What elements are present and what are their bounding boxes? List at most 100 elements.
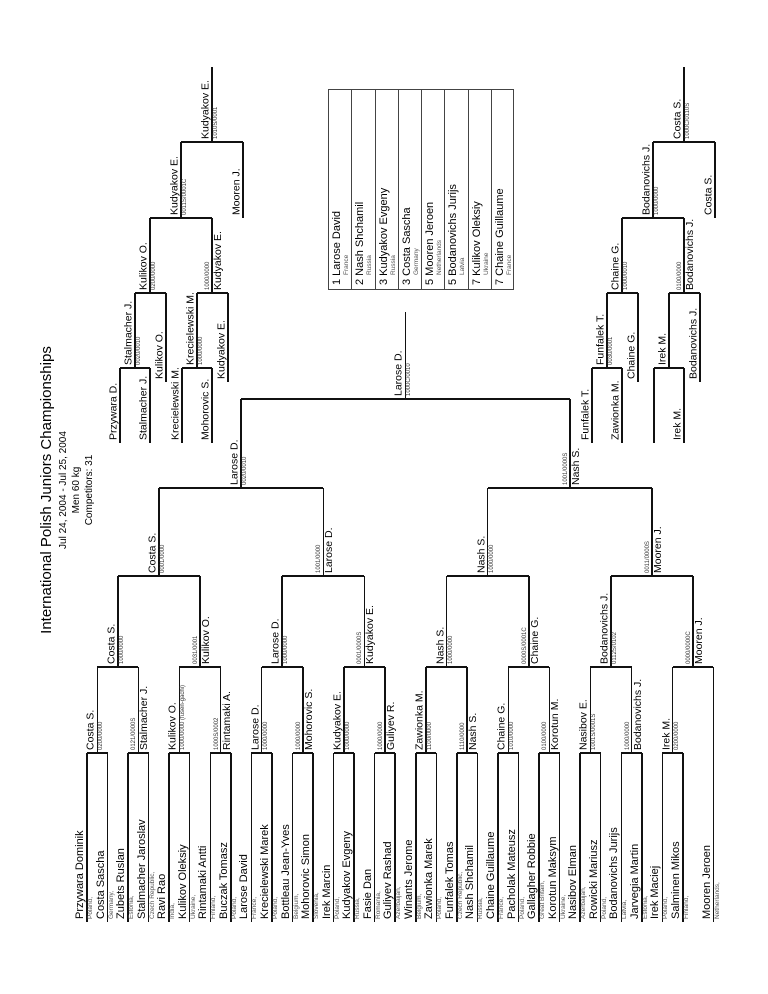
competitor-name: Salminen Mikos: [669, 841, 682, 919]
winner-name: Nasibov E.: [577, 699, 590, 750]
winner-name: Larose D.: [392, 350, 405, 396]
competitor-name: Przywara Dominik: [74, 830, 86, 919]
result-country: Netherlands: [436, 239, 443, 275]
match-score: 1001S/0001S: [591, 713, 598, 750]
result-place: 7: [493, 278, 506, 285]
winner-name: Kulikov O.: [200, 616, 212, 664]
winner-name: Kudyakov E.: [364, 605, 377, 664]
result-name: Costa Sascha: [400, 207, 413, 276]
winner-name: Mooren J.: [652, 526, 665, 573]
competitor-name: Bodanovichs Jurijs: [608, 827, 621, 919]
match-score: 1001/0000S: [562, 452, 569, 485]
repechage-entrant: Costa S.: [702, 174, 715, 215]
winner-name: Nash S.: [475, 535, 488, 573]
match-score: 1000C/0110S: [685, 102, 691, 139]
competitor-country: Poland,: [230, 896, 238, 919]
repechage-entrant: Stalmacher J.: [137, 375, 150, 440]
match-score: 1000/0000: [488, 544, 495, 573]
competitor-name: Larose David: [238, 854, 251, 919]
repechage-entrant: Mooren J.: [230, 168, 243, 215]
winner-name: Kudyakov E.: [199, 80, 212, 139]
weight-category: Men 60 kg: [71, 466, 82, 514]
match-score: 0031/0001: [193, 635, 199, 664]
winner-name: Costa S.: [84, 709, 97, 750]
competitor-country: Czech Republic,: [148, 871, 156, 919]
repechage-entrant: Funfalek T.: [579, 388, 592, 440]
result-country: Ukraine: [482, 252, 490, 275]
winner-name: Bodanovichs J.: [640, 143, 653, 215]
match-score: 0020/0010: [136, 336, 142, 365]
winner-name: Funfalek T.: [594, 313, 607, 365]
competitor-name: Irek Marcin: [320, 864, 333, 919]
match-score: 1000/0000: [295, 721, 302, 750]
competitor-country: Poland,: [600, 896, 608, 919]
winner-name: Larose D.: [269, 618, 282, 664]
repechage-entrant: Kudyakov E.: [215, 320, 228, 379]
winner-name: Nash S.: [467, 712, 480, 750]
winner-name: Chaine G.: [609, 242, 622, 290]
result-place: 3: [377, 278, 390, 285]
winner-name: Mohorovic S.: [302, 688, 315, 750]
winner-name: Larose D.: [249, 704, 262, 750]
match-score: 0011S/0001C: [182, 178, 188, 215]
result-name: Bodanovichs Jurijs: [447, 184, 460, 276]
competitor-name: Mohorovic Simon: [300, 834, 312, 919]
competitor-country: Slovenia,: [313, 892, 320, 919]
match-score: 1000/0010: [623, 261, 629, 290]
result-country: Latvia: [459, 257, 467, 275]
winner-name: Stalmacher J.: [138, 685, 151, 750]
match-score: 1100/0000: [427, 722, 434, 750]
winner-name: Rintamaki A.: [220, 691, 233, 750]
winner-name: Kulikov O.: [166, 702, 179, 750]
competitor-name: Korotun Maksym: [546, 836, 559, 919]
match-score: 0000S/0001C: [521, 627, 528, 664]
competitor-name: Gallagher Robbie: [526, 833, 539, 919]
result-country: France: [343, 254, 350, 275]
match-score: 1000/0000: [377, 721, 384, 750]
match-score: 1000/0000: [624, 721, 631, 750]
competitor-name: Nasibov Elman: [567, 845, 580, 919]
winner-name: Chaine G.: [495, 702, 508, 750]
match-score: 1000/0000 (fusen-gachi): [180, 684, 187, 750]
event-dates: Jul 24, 2004 - Jul 25, 2004: [58, 431, 69, 549]
competitor-country: Russia,: [477, 897, 485, 919]
result-name: Nash Shchamil: [354, 201, 367, 276]
competitor-name: Irek Maciej: [649, 865, 662, 919]
competitor-country: Russia,: [354, 897, 362, 919]
match-score: 0200/0000: [151, 261, 157, 290]
competitor-name: Stalmacher Jaroslav: [135, 819, 148, 919]
competitor-name: Funfalek Tomas: [443, 841, 456, 919]
result-place: 7: [470, 278, 483, 285]
repechage-entrant: Irek M.: [671, 407, 684, 440]
winner-name: Irek M.: [660, 717, 673, 750]
repechage-entrant: Przywara D.: [107, 382, 120, 440]
match-score: 1010S/0001: [213, 106, 219, 139]
match-score: 1000/0000: [198, 336, 204, 365]
result-place: 1: [331, 278, 343, 285]
competitor-name: Winants Jerome: [402, 839, 415, 919]
competitor-name: Guliyev Rashad: [382, 841, 395, 919]
winner-name: Nash S.: [434, 626, 447, 664]
competitor-country: Netherlands,: [713, 882, 721, 919]
match-score: 1110/0000: [460, 722, 467, 750]
match-score: 0030/0001: [608, 336, 614, 365]
match-score: 1000/0000: [447, 635, 454, 664]
competitor-country: Poland,: [436, 896, 444, 919]
competitor-count: Competitors: 31: [84, 454, 95, 526]
result-name: Chaine Guillaume: [493, 188, 506, 276]
competitor-name: Krecielewski Marek: [258, 824, 271, 919]
competitor-country: Poland,: [271, 896, 279, 919]
competitor-name: Kulikov Oleksiy: [176, 844, 189, 919]
winner-name: Stalmacher J.: [122, 300, 135, 365]
match-score: 1001/0000: [316, 544, 323, 573]
competitor-country: Ukraine,: [559, 894, 567, 919]
competitor-country: Poland,: [518, 896, 526, 919]
match-score: 0112S/0102: [612, 632, 618, 664]
match-score: 1000/0000: [344, 721, 351, 750]
competitor-name: Kudyakov Evgeny: [341, 830, 354, 919]
